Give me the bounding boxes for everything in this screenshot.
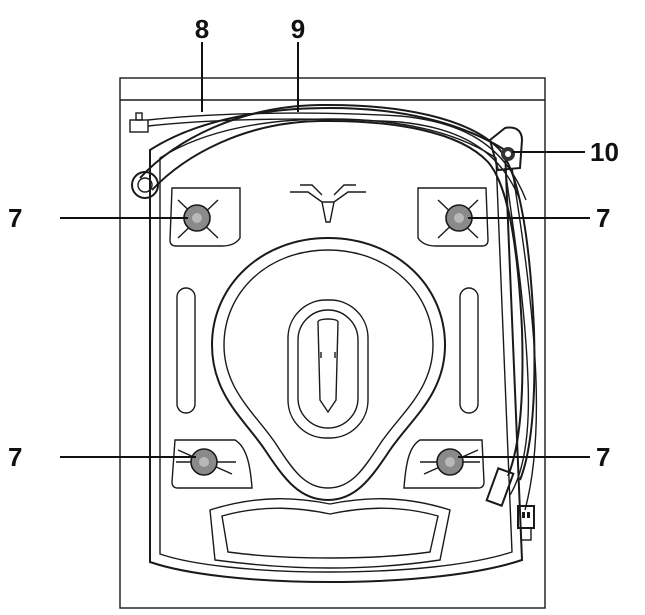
power-cord [129,112,527,201]
hose-bracket [488,126,524,172]
spider-mount [290,184,366,223]
tub-back [210,236,447,502]
callout-7-top-right: 7 [596,203,610,233]
callout-7-bottom-right: 7 [596,442,610,472]
drain-hose [131,103,536,481]
transport-bolt-bottom-right [436,448,464,476]
callout-8: 8 [195,14,209,44]
rear-panel [149,106,524,584]
base-recess [209,498,451,569]
cabinet [119,77,546,609]
callout-10: 10 [590,137,619,167]
callout-7-bottom-left: 7 [8,442,22,472]
central-hub [287,299,369,439]
vent-slot-right [459,287,479,414]
callout-7-top-left: 7 [8,203,22,233]
transport-bolt-top-right [445,204,473,232]
vent-slot-left [176,287,196,414]
transport-bolt-bottom-left [190,448,218,476]
transport-bolt-top-left [183,204,211,232]
callout-9: 9 [291,14,305,44]
